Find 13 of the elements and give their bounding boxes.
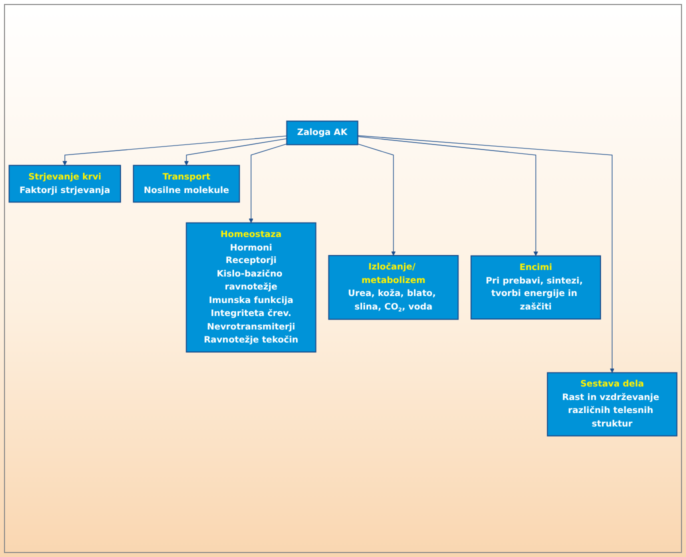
node-box: Encimi Pri prebavi, sintezi, tvorbi energije in zaščiti: [470, 255, 602, 320]
arrow: [184, 138, 288, 166]
node-box: Izločanje/ metabolizem Urea, koža, blato, slina, CO$_{2}$, voda: [328, 255, 459, 320]
node-box: Sestava dela Rast in vzdrževanje različnih telesnih struktur: [546, 372, 678, 436]
node-box: Homeostaza Hormoni Receptorji Kislo-bazično ravnotežje Imunska funkcija Integriteta črev. Nevrotransmiterji Ravnotežje tekočin: [186, 222, 316, 353]
arrow: [248, 144, 288, 224]
arrow: [357, 136, 538, 256]
node-box: Zaloga AK: [286, 120, 358, 146]
node-box: Transport Nosilne molekule: [132, 164, 240, 203]
node-box: Strjevanje krvi Faktorji strjevanja: [8, 164, 122, 203]
arrow: [357, 135, 614, 373]
arrow: [62, 136, 288, 166]
arrow: [357, 144, 396, 256]
